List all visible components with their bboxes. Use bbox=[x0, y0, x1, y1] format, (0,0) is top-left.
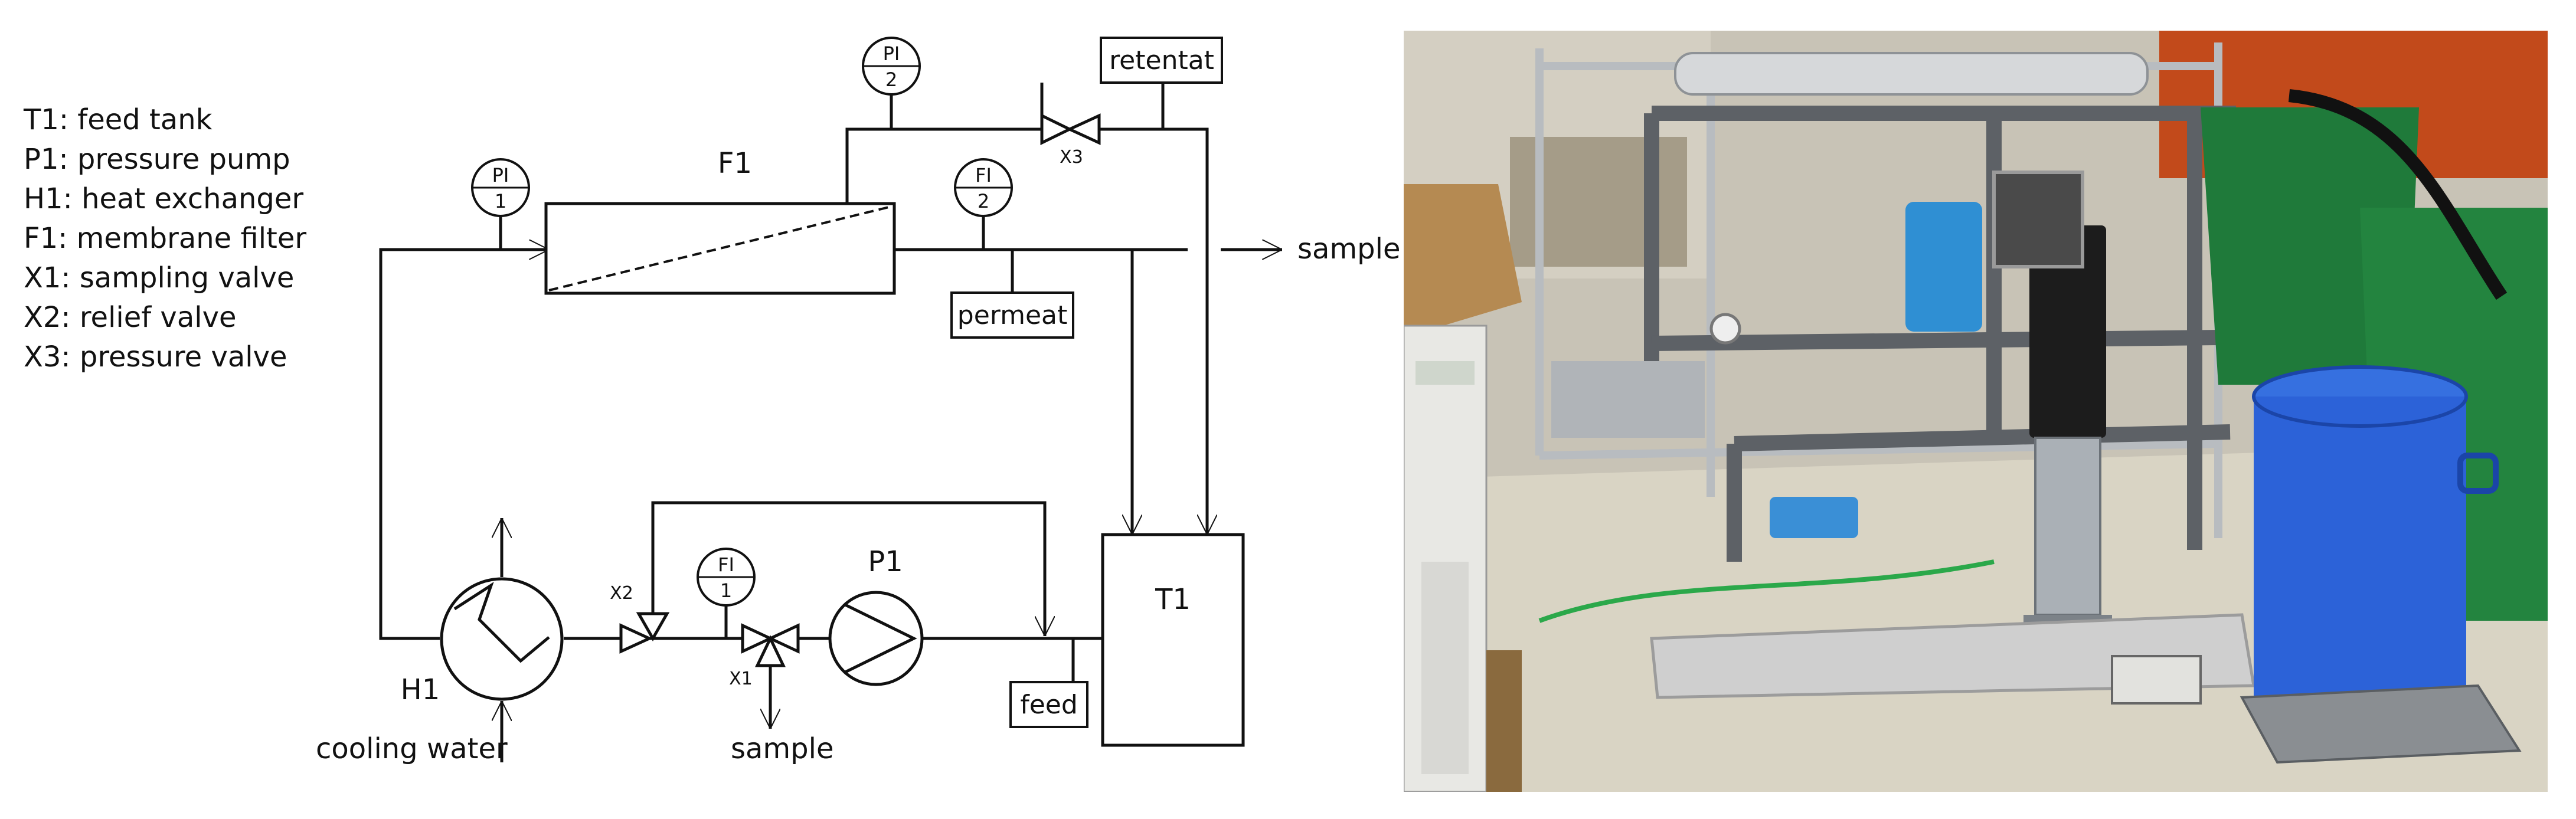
legend-description: feed tank bbox=[77, 103, 213, 136]
svg-text:1: 1 bbox=[720, 579, 732, 602]
legend-item-t1: T1: feed tank bbox=[24, 103, 213, 136]
pump-motor bbox=[2023, 225, 2112, 638]
svg-text:feed: feed bbox=[1020, 690, 1078, 720]
flow-indicator-fi2: FI 2 bbox=[954, 158, 1013, 217]
svg-text:FI: FI bbox=[718, 553, 734, 576]
pressure-pump-p1: P1 bbox=[828, 545, 924, 686]
svg-text:permeat: permeat bbox=[957, 300, 1067, 330]
feed-tag: feed bbox=[1009, 681, 1088, 728]
legend-description: membrane filter bbox=[76, 222, 307, 255]
pressure-valve-x3: X3 bbox=[1040, 113, 1101, 168]
svg-text:FI: FI bbox=[975, 164, 992, 186]
legend-description: pressure valve bbox=[79, 340, 287, 374]
legend-item-p1: P1: pressure pump bbox=[24, 143, 290, 176]
legend-description: pressure pump bbox=[77, 143, 290, 176]
legend-item-f1: F1: membrane filter bbox=[24, 222, 307, 255]
legend-code: T1 bbox=[24, 103, 59, 136]
pressure-gauge bbox=[1709, 313, 1741, 345]
svg-text:PI: PI bbox=[492, 164, 509, 186]
feed-line-to-filter bbox=[379, 250, 549, 640]
x2-label: X2 bbox=[610, 583, 633, 604]
plant-photo bbox=[1404, 31, 2548, 792]
pressure-indicator-pi2: PI 2 bbox=[862, 37, 921, 96]
blue-flowmeter-top bbox=[1905, 202, 1982, 332]
sample-label-top: sample bbox=[1297, 232, 1401, 266]
relief-bypass-line bbox=[651, 501, 1045, 636]
feed-tank-t1: T1 bbox=[1101, 533, 1245, 747]
retentate-line bbox=[845, 83, 1044, 205]
flow-indicator-fi1: FI 1 bbox=[697, 548, 756, 607]
weighing-scale bbox=[2240, 684, 2522, 764]
control-box bbox=[1992, 171, 2084, 268]
legend-code: P1 bbox=[24, 143, 59, 176]
p1-label: P1 bbox=[868, 545, 903, 578]
legend-item-x3: X3: pressure valve bbox=[24, 340, 287, 374]
svg-text:retentat: retentat bbox=[1109, 45, 1214, 76]
sampling-valve-x1: X1 bbox=[729, 623, 800, 689]
legend-description: sampling valve bbox=[79, 261, 295, 294]
pressure-indicator-pi1: PI 1 bbox=[471, 158, 530, 217]
heat-exchanger-h1: H1 bbox=[401, 577, 564, 706]
membrane-filter-f1: F1 bbox=[544, 147, 896, 295]
retentat-tag: retentat bbox=[1100, 37, 1223, 84]
t1-label: T1 bbox=[1155, 583, 1191, 616]
legend-item-h1: H1: heat exchanger bbox=[24, 182, 304, 215]
relief-valve-x2: X2 bbox=[610, 583, 670, 654]
legend-code: H1 bbox=[24, 182, 63, 215]
process-flow-diagram: F1 T1 H1 P1 X2 X1 X3 PI bbox=[316, 37, 1401, 765]
legend-description: heat exchanger bbox=[81, 182, 304, 215]
cooling-water-label: cooling water bbox=[316, 732, 508, 765]
legend-code: X2 bbox=[24, 301, 61, 334]
legend-code: X3 bbox=[24, 340, 61, 374]
h1-label: H1 bbox=[401, 673, 440, 706]
permeat-tag: permeat bbox=[950, 291, 1074, 339]
f1-label: F1 bbox=[718, 147, 752, 180]
legend-item-x2: X2: relief valve bbox=[24, 301, 237, 334]
x1-label: X1 bbox=[729, 669, 753, 689]
blue-flowmeter-bottom bbox=[1770, 497, 1858, 538]
svg-text:2: 2 bbox=[978, 190, 989, 212]
scale-display bbox=[2111, 655, 2202, 705]
svg-text:PI: PI bbox=[883, 42, 900, 65]
legend-item-x1: X1: sampling valve bbox=[24, 261, 295, 294]
blue-barrel bbox=[2252, 365, 2499, 727]
svg-text:1: 1 bbox=[495, 190, 506, 212]
legend-description: relief valve bbox=[79, 301, 237, 334]
chiller-unit bbox=[1404, 325, 1522, 792]
legend-code: F1 bbox=[24, 222, 58, 255]
svg-text:2: 2 bbox=[885, 68, 897, 91]
green-bin-left bbox=[2201, 107, 2419, 385]
x3-label: X3 bbox=[1060, 147, 1083, 168]
membrane-housing bbox=[1674, 52, 2149, 96]
sample-label-bottom: sample bbox=[731, 732, 834, 765]
legend-code: X1 bbox=[24, 261, 61, 294]
